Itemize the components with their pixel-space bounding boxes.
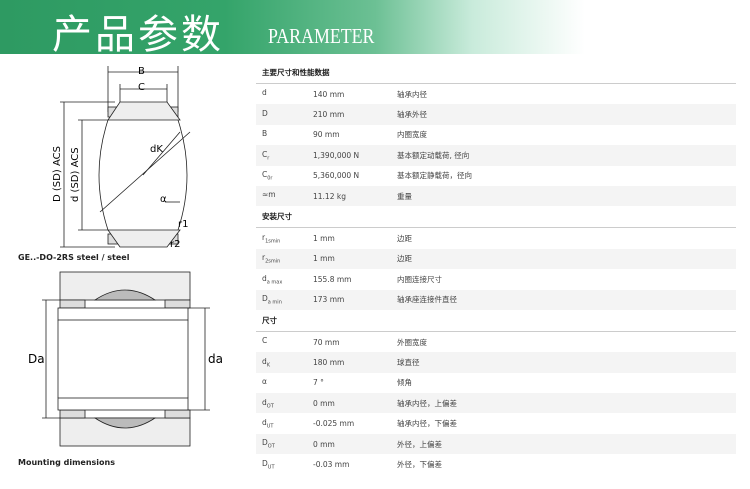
table-row: d 140 mm 轴承内径 — [256, 84, 736, 104]
param-value: 11.12 kg — [313, 191, 346, 201]
table-row: r1smin 1 mm 边距 — [256, 228, 736, 248]
param-symbol: C0r — [262, 170, 273, 182]
param-value: 173 mm — [313, 295, 345, 305]
param-symbol: C — [262, 336, 268, 346]
param-symbol: d — [262, 88, 267, 98]
param-symbol: B — [262, 129, 268, 139]
param-value: 7 ° — [313, 378, 324, 388]
mounting-dimensions-drawing: Da da — [28, 271, 223, 447]
banner-title: 产品参数 — [52, 12, 224, 58]
param-description: 倾角 — [397, 378, 412, 388]
param-value: 0 mm — [313, 398, 335, 408]
table-row: ≈m 11.12 kg 重量 — [256, 185, 736, 207]
param-value: 5,360,000 N — [313, 171, 360, 181]
param-description: 轴承内径 — [397, 89, 427, 99]
param-symbol: Cr — [262, 149, 270, 162]
param-symbol: DOT — [262, 438, 275, 450]
param-value: 1,390,000 N — [313, 150, 360, 160]
param-description: 内圈宽度 — [397, 130, 427, 140]
param-value: 1 mm — [313, 254, 335, 264]
param-description: 轴承内径，下偏差 — [397, 419, 457, 429]
param-value: 180 mm — [313, 357, 345, 367]
label-alpha: α — [160, 194, 167, 205]
param-description: 内圈连接尺寸 — [397, 274, 442, 284]
table-row: C 70 mm 外圈宽度 — [256, 332, 736, 352]
param-description: 基本额定静载荷，径向 — [397, 171, 472, 181]
label-D-acs: D (SD) ACS — [52, 146, 63, 202]
label-r1: r1 — [178, 219, 188, 230]
table-row: dUT -0.025 mm 轴承内径，下偏差 — [256, 413, 736, 433]
table-row: dOT 0 mm 轴承内径，上偏差 — [256, 393, 736, 414]
param-value: -0.03 mm — [313, 459, 350, 469]
label-Da: Da — [28, 352, 45, 366]
param-description: 外径，下偏差 — [397, 459, 442, 469]
param-symbol: D — [262, 108, 268, 118]
table-row: B 90 mm 内圈宽度 — [256, 125, 736, 145]
param-value: 1 mm — [313, 234, 335, 244]
label-da: da — [208, 352, 223, 366]
param-symbol: Da min — [262, 293, 282, 306]
table-row: D 210 mm 轴承外径 — [256, 104, 736, 125]
table-row: r2smin 1 mm 边距 — [256, 248, 736, 270]
table-row: Da min 173 mm 轴承座连接件直径 — [256, 289, 736, 310]
param-value: 0 mm — [313, 439, 335, 449]
param-description: 轴承内径，上偏差 — [397, 398, 457, 408]
param-description: 轴承外径 — [397, 110, 427, 120]
param-symbol: dUT — [262, 417, 274, 430]
param-description: 边距 — [397, 234, 412, 244]
param-symbol: DUT — [262, 458, 275, 471]
parameter-table: 主要尺寸和性能数据 d 140 mm 轴承内径 D 210 mm 轴承外径 B 90 mm 内圈宽… — [256, 62, 736, 475]
param-symbol: r2smin — [262, 253, 281, 265]
param-symbol: dK — [262, 356, 271, 369]
table-row: DUT -0.03 mm 外径，下偏差 — [256, 454, 736, 474]
param-description: 边距 — [397, 254, 412, 264]
param-description: 重量 — [397, 191, 412, 201]
param-value: 90 mm — [313, 130, 340, 140]
param-description: 轴承座连接件直径 — [397, 295, 457, 305]
table-row: da max 155.8 mm 内圈连接尺寸 — [256, 269, 736, 289]
param-description: 基本额定动载荷, 径向 — [397, 150, 470, 160]
label-r2: r2 — [170, 239, 180, 250]
table-row: DOT 0 mm 外径，上偏差 — [256, 433, 736, 455]
table-row: Cr 1,390,000 N 基本额定动载荷, 径向 — [256, 145, 736, 166]
header-banner: 产品参数 PARAMETER — [0, 0, 750, 58]
param-value: 140 mm — [313, 89, 345, 99]
param-description: 球直径 — [397, 357, 420, 367]
table-row: dK 180 mm 球直径 — [256, 352, 736, 373]
section-header: 安装尺寸 — [256, 206, 736, 229]
param-description: 外径，上偏差 — [397, 439, 442, 449]
banner-subtitle: PARAMETER — [268, 24, 375, 48]
param-value: 210 mm — [313, 110, 345, 120]
drawing-caption: Mounting dimensions — [18, 458, 116, 467]
table-row: α 7 ° 倾角 — [256, 373, 736, 393]
section-header: 尺寸 — [256, 310, 736, 332]
param-symbol: r1smin — [262, 232, 281, 245]
param-value: -0.025 mm — [313, 419, 355, 429]
param-symbol: dOT — [262, 397, 274, 410]
label-dK: dK — [150, 144, 163, 155]
param-value: 70 mm — [313, 337, 340, 347]
param-value: 155.8 mm — [313, 274, 352, 284]
label-C: C — [138, 82, 145, 93]
section-header: 主要尺寸和性能数据 — [256, 62, 736, 84]
drawing-caption: GE..-DO-2RS steel / steel — [18, 253, 130, 262]
label-d-acs: d (SD) ACS — [70, 147, 81, 202]
param-description: 外圈宽度 — [397, 337, 427, 347]
bearing-cross-section-drawing: B C dK α r1 r2 D (SD) ACS d (SD) ACS — [52, 66, 191, 250]
label-B: B — [138, 66, 145, 77]
param-symbol: ≈m — [262, 190, 276, 200]
table-row: C0r 5,360,000 N 基本额定静载荷，径向 — [256, 166, 736, 186]
param-symbol: α — [262, 377, 267, 387]
param-symbol: da max — [262, 273, 283, 286]
